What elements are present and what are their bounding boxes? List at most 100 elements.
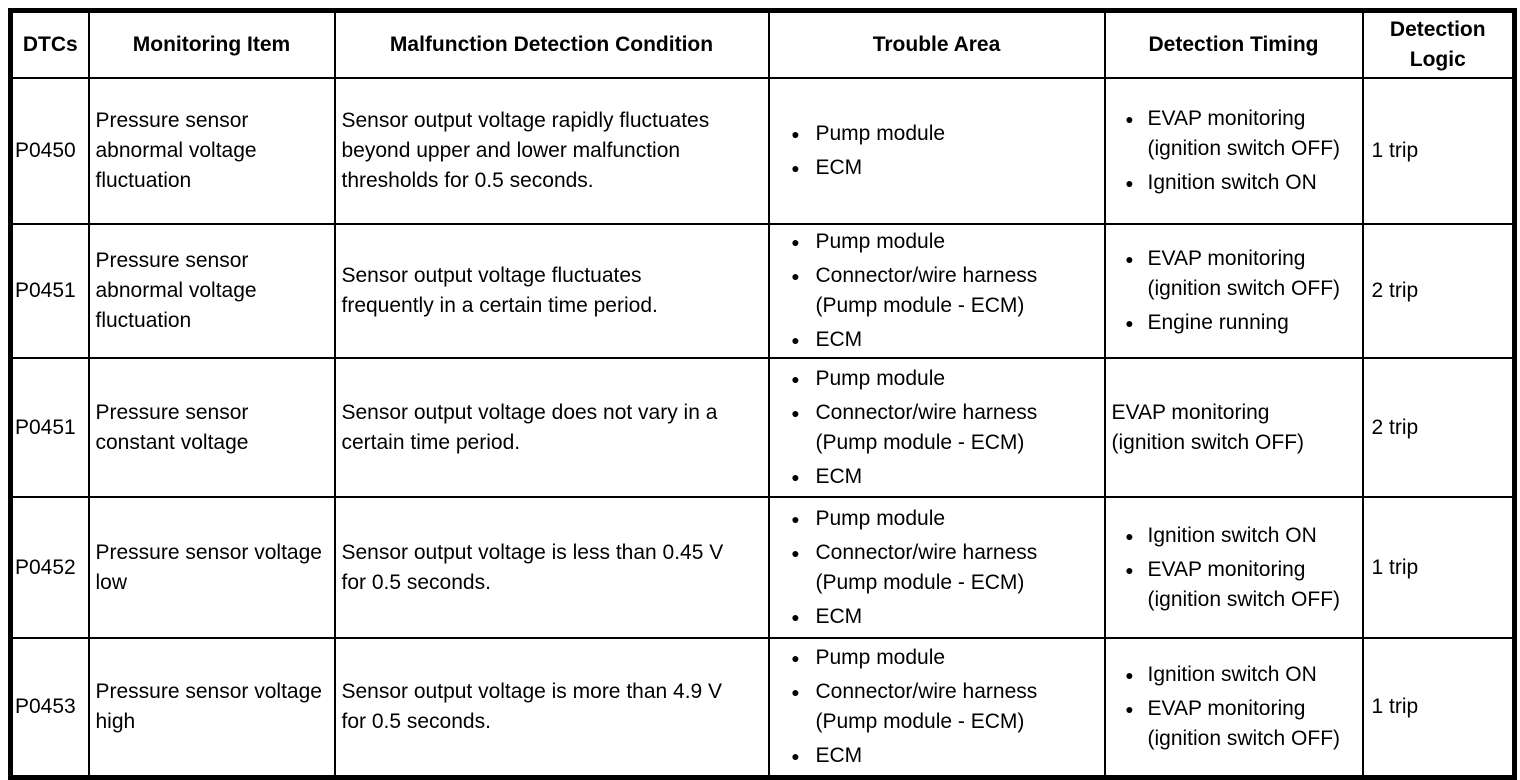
- trouble-area-list: ● Pump module ● Connector/wire harness (…: [776, 643, 1098, 771]
- detection-timing-item: EVAP monitoring (ignition switch OFF): [1147, 696, 1341, 750]
- monitoring-item-cell: Pressure sensor constant voltage: [87, 357, 336, 498]
- dtc-cell: P0452: [9, 496, 90, 639]
- bullet-icon: ●: [791, 268, 800, 284]
- list-item: ● Connector/wire harness (Pump module - …: [776, 538, 1098, 598]
- list-item: ● Connector/wire harness (Pump module - …: [776, 261, 1098, 321]
- detection-logic-cell: 2 trip: [1361, 357, 1516, 498]
- bullet-icon: ●: [1125, 111, 1134, 127]
- detection-timing-item: Engine running: [1147, 311, 1289, 334]
- list-item: ● Connector/wire harness (Pump module - …: [776, 398, 1098, 458]
- trouble-area-item: Connector/wire harness (Pump module - EC…: [815, 540, 1038, 594]
- bullet-icon: ●: [791, 468, 800, 485]
- condition-cell: Sensor output voltage does not vary in a…: [333, 357, 770, 498]
- bullet-icon: ●: [791, 747, 800, 764]
- bullet-icon: ●: [791, 683, 800, 700]
- bullet-icon: ●: [791, 404, 800, 421]
- dtc-cell: P0451: [9, 223, 90, 359]
- trouble-area-list: ● Pump module ● ECM: [776, 119, 1098, 183]
- trouble-area-list: ● Pump module ● Connector/wire harness (…: [776, 364, 1098, 492]
- detection-timing-list: ● Ignition switch ON ● EVAP monitoring (…: [1112, 521, 1348, 615]
- header-row: DTCs Monitoring Item Malfunction Detecti…: [9, 9, 1516, 79]
- condition-cell: Sensor output voltage fluctuates frequen…: [333, 223, 770, 359]
- trouble-area-item: Connector/wire harness (Pump module - EC…: [815, 400, 1038, 454]
- detection-timing-cell: ● Ignition switch ON ● EVAP monitoring (…: [1103, 496, 1364, 639]
- dtc-cell: P0451: [9, 357, 90, 498]
- list-item: ● Engine running: [1112, 308, 1348, 338]
- trouble-area-item: Pump module: [815, 506, 946, 530]
- list-item: ● Pump module: [776, 643, 1098, 673]
- detection-timing-item: Ignition switch ON: [1147, 171, 1317, 194]
- bullet-icon: ●: [791, 332, 800, 348]
- trouble-area-item: ECM: [815, 328, 863, 351]
- detection-timing-item: EVAP monitoring (ignition switch OFF): [1147, 107, 1341, 160]
- detection-logic-cell: 1 trip: [1361, 637, 1516, 778]
- trouble-area-item: Connector/wire harness (Pump module - EC…: [815, 679, 1038, 733]
- table-row: P0450 Pressure sensor abnormal voltage f…: [9, 77, 1516, 225]
- trouble-area-item: ECM: [815, 743, 863, 767]
- monitoring-item-cell: Pressure sensor voltage low: [87, 496, 336, 639]
- dtc-cell: P0453: [9, 637, 90, 778]
- bullet-icon: ●: [791, 510, 800, 527]
- trouble-area-cell: ● Pump module ● ECM: [767, 77, 1106, 225]
- trouble-area-cell: ● Pump module ● Connector/wire harness (…: [767, 223, 1106, 359]
- detection-timing-list: ● EVAP monitoring (ignition switch OFF) …: [1112, 244, 1348, 338]
- list-item: ● ECM: [776, 462, 1098, 492]
- trouble-area-item: Pump module: [815, 645, 946, 669]
- list-item: ● Ignition switch ON: [1112, 660, 1348, 690]
- list-item: ● Pump module: [776, 504, 1098, 534]
- column-header-malfunction-detection-condition: Malfunction Detection Condition: [333, 9, 770, 79]
- condition-cell: Sensor output voltage is less than 0.45 …: [333, 496, 770, 639]
- detection-timing-text: EVAP monitoring (ignition switch OFF): [1111, 400, 1305, 454]
- list-item: ● Ignition switch ON: [1112, 168, 1348, 198]
- trouble-area-item: Pump module: [815, 366, 946, 390]
- monitoring-item-cell: Pressure sensor voltage high: [87, 637, 336, 778]
- detection-timing-item: EVAP monitoring (ignition switch OFF): [1147, 247, 1341, 300]
- list-item: ● Connector/wire harness (Pump module - …: [776, 677, 1098, 737]
- detection-timing-item: Ignition switch ON: [1147, 662, 1317, 686]
- bullet-icon: ●: [791, 160, 800, 176]
- bullet-icon: ●: [791, 234, 800, 250]
- detection-timing-cell: ● EVAP monitoring (ignition switch OFF) …: [1103, 223, 1364, 359]
- bullet-icon: ●: [791, 649, 800, 666]
- list-item: ● EVAP monitoring (ignition switch OFF): [1112, 694, 1348, 754]
- bullet-icon: ●: [1125, 175, 1134, 191]
- list-item: ● Pump module: [776, 119, 1098, 149]
- monitoring-item-cell: Pressure sensor abnormal voltage fluctua…: [87, 223, 336, 359]
- bullet-icon: ●: [1125, 527, 1134, 544]
- detection-timing-list: ● EVAP monitoring (ignition switch OFF) …: [1112, 104, 1348, 198]
- trouble-area-list: ● Pump module ● Connector/wire harness (…: [776, 227, 1098, 355]
- table-row: P0451 Pressure sensor constant voltage S…: [9, 357, 1516, 498]
- monitoring-item-cell: Pressure sensor abnormal voltage fluctua…: [87, 77, 336, 225]
- list-item: ● Pump module: [776, 364, 1098, 394]
- bullet-icon: ●: [1125, 561, 1134, 578]
- column-header-monitoring-item: Monitoring Item: [87, 9, 336, 79]
- trouble-area-cell: ● Pump module ● Connector/wire harness (…: [767, 357, 1106, 498]
- list-item: ● ECM: [776, 602, 1098, 632]
- bullet-icon: ●: [791, 544, 800, 561]
- column-header-dtcs: DTCs: [9, 9, 90, 79]
- detection-timing-cell: EVAP monitoring (ignition switch OFF): [1103, 357, 1364, 498]
- detection-timing-cell: ● Ignition switch ON ● EVAP monitoring (…: [1103, 637, 1364, 778]
- trouble-area-item: Pump module: [815, 122, 946, 145]
- detection-logic-cell: 2 trip: [1361, 223, 1516, 359]
- list-item: ● EVAP monitoring (ignition switch OFF): [1112, 104, 1348, 164]
- dtc-table: DTCs Monitoring Item Malfunction Detecti…: [8, 8, 1517, 780]
- column-header-detection-logic: Detection Logic: [1361, 9, 1516, 79]
- list-item: ● Ignition switch ON: [1112, 521, 1348, 551]
- detection-timing-cell: ● EVAP monitoring (ignition switch OFF) …: [1103, 77, 1364, 225]
- trouble-area-cell: ● Pump module ● Connector/wire harness (…: [767, 637, 1106, 778]
- trouble-area-item: Connector/wire harness (Pump module - EC…: [815, 264, 1038, 317]
- column-header-trouble-area: Trouble Area: [767, 9, 1106, 79]
- trouble-area-list: ● Pump module ● Connector/wire harness (…: [776, 504, 1098, 632]
- trouble-area-item: Pump module: [815, 230, 946, 253]
- bullet-icon: ●: [791, 370, 800, 387]
- bullet-icon: ●: [1125, 315, 1134, 331]
- condition-cell: Sensor output voltage rapidly fluctuates…: [333, 77, 770, 225]
- trouble-area-item: ECM: [815, 464, 863, 488]
- condition-cell: Sensor output voltage is more than 4.9 V…: [333, 637, 770, 778]
- trouble-area-item: ECM: [815, 604, 863, 628]
- table-row: P0452 Pressure sensor voltage low Sensor…: [9, 496, 1516, 639]
- column-header-detection-timing: Detection Timing: [1103, 9, 1364, 79]
- trouble-area-item: ECM: [815, 156, 863, 179]
